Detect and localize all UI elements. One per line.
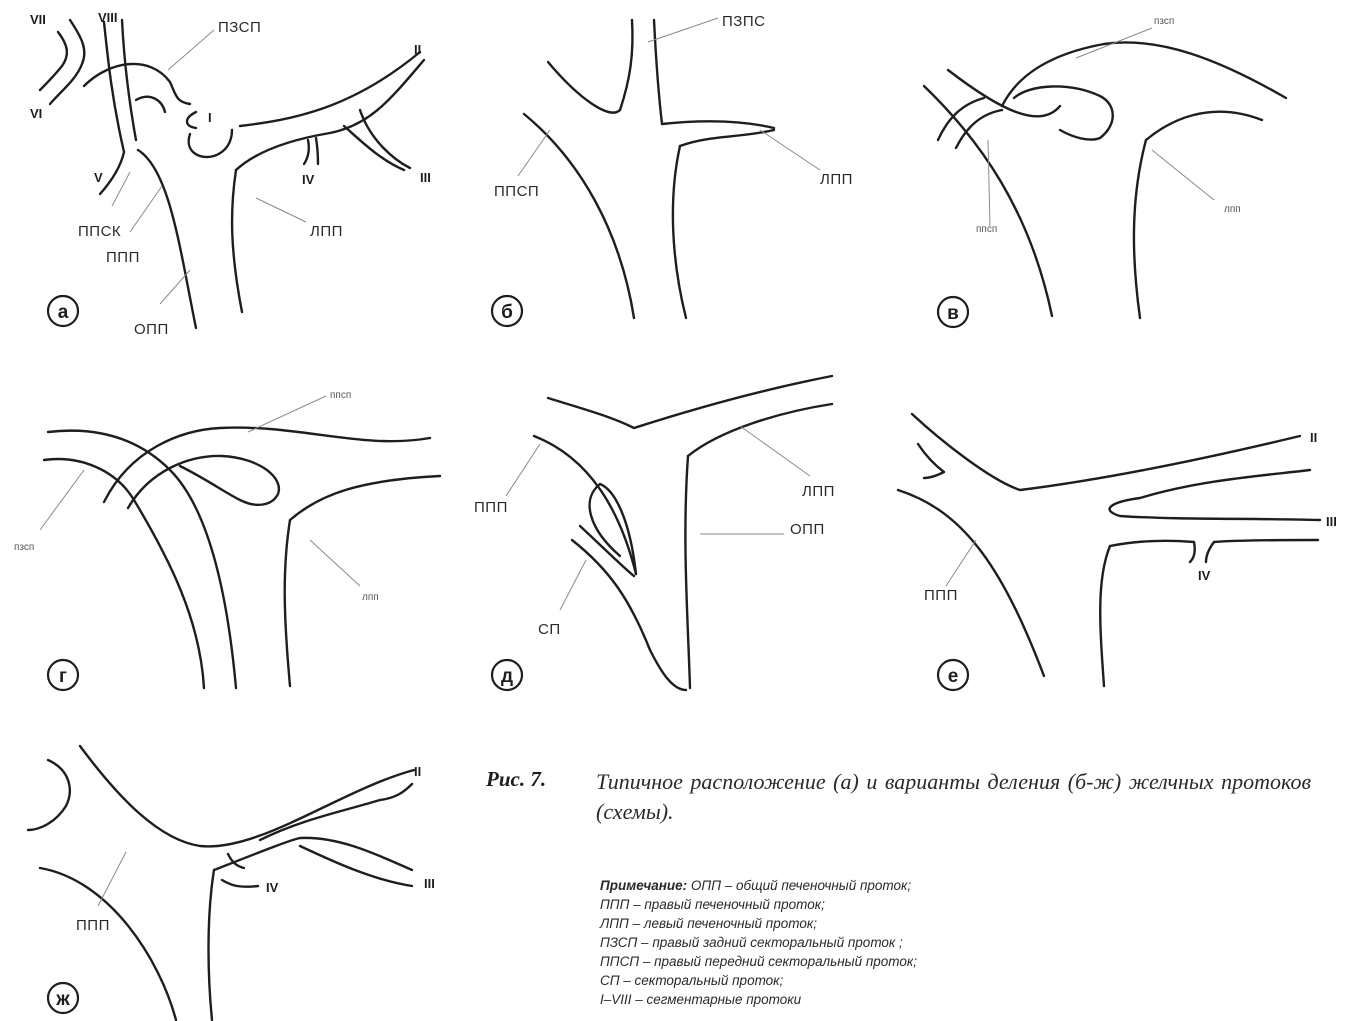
- label-zh-ppp: ППП: [76, 917, 110, 934]
- label-v-lpp: лпп: [1224, 204, 1241, 215]
- panel-a-letter: а: [58, 302, 69, 323]
- panel-b-labels: ПЗПС ППСП ЛПП б: [492, 13, 853, 326]
- label-d-lpp: ЛПП: [802, 483, 835, 500]
- note-line-5: СП – секторальный проток;: [600, 971, 1300, 990]
- figure-number: Рис. 7.: [486, 767, 546, 792]
- segment-zh-iv: IV: [266, 880, 279, 895]
- segment-e-iv: IV: [1198, 568, 1211, 583]
- label-v-ppsp: ппсп: [976, 224, 997, 235]
- panel-zh: [28, 746, 414, 1020]
- segment-a-i: I: [208, 110, 212, 125]
- panel-g: [40, 396, 440, 688]
- label-g-ppsp: ппсп: [330, 390, 351, 401]
- label-b-ppsp: ППСП: [494, 183, 539, 200]
- panel-a-labels: ПЗСП ППСК ППП ОПП ЛПП VII VIII VI V I II…: [30, 10, 431, 338]
- label-g-pzsp: пзсп: [14, 542, 34, 553]
- label-a-ppp: ППП: [106, 249, 140, 266]
- label-d-sp: СП: [538, 621, 561, 638]
- label-d-ppp: ППП: [474, 499, 508, 516]
- panel-v: [924, 28, 1286, 318]
- segment-a-iv: IV: [302, 172, 315, 187]
- label-v-pzsp: пзсп: [1154, 16, 1174, 27]
- label-e-ppp: ППП: [924, 587, 958, 604]
- panel-b-letter: б: [501, 302, 513, 323]
- notes: Примечание: ОПП – общий печеночный прото…: [600, 876, 1300, 1009]
- note-line-0: Примечание: ОПП – общий печеночный прото…: [600, 876, 1300, 895]
- panel-b: [518, 18, 820, 318]
- segment-e-iii: III: [1326, 514, 1337, 529]
- segment-zh-ii: II: [414, 764, 421, 779]
- segment-e-ii: II: [1310, 430, 1317, 445]
- segment-a-ii: II: [414, 42, 421, 57]
- note-line-1: ППП – правый печеночный проток;: [600, 895, 1300, 914]
- segment-a-v: V: [94, 170, 103, 185]
- note-line-2: ЛПП – левый печеночный проток;: [600, 914, 1300, 933]
- panel-g-letter: г: [59, 666, 67, 687]
- panel-v-letter: в: [947, 303, 959, 324]
- segment-a-vi: VI: [30, 106, 42, 121]
- label-a-lpp: ЛПП: [310, 223, 343, 240]
- panel-e: [898, 414, 1320, 686]
- segment-a-iii: III: [420, 170, 431, 185]
- label-a-ppsk: ППСК: [78, 223, 121, 240]
- note-line-4: ППСП – правый передний секторальный прот…: [600, 952, 1300, 971]
- label-g-lpp: лпп: [362, 592, 379, 603]
- label-a-pzsp: ПЗСП: [218, 19, 261, 36]
- panel-e-letter: е: [948, 666, 959, 687]
- note-text-0: ОПП – общий печеночный проток;: [691, 878, 911, 893]
- note-line-3: ПЗСП – правый задний секторальный проток…: [600, 933, 1300, 952]
- label-b-lpp: ЛПП: [820, 171, 853, 188]
- panel-v-labels: пзсп ппсп лпп в: [938, 16, 1241, 327]
- label-d-opp: ОПП: [790, 521, 825, 538]
- notes-title: Примечание:: [600, 878, 687, 893]
- segment-a-viii: VIII: [98, 10, 118, 25]
- segment-zh-iii: III: [424, 876, 435, 891]
- label-a-opp: ОПП: [134, 321, 169, 338]
- panel-d-letter: д: [501, 666, 513, 687]
- panel-zh-letter: ж: [55, 989, 70, 1010]
- panel-d: [506, 376, 832, 690]
- figure-caption-text: Типичное расположение (а) и варианты дел…: [596, 767, 1311, 827]
- segment-a-vii: VII: [30, 12, 46, 27]
- label-b-pzps: ПЗПС: [722, 13, 765, 30]
- note-line-6: I–VIII – сегментарные протоки: [600, 990, 1300, 1009]
